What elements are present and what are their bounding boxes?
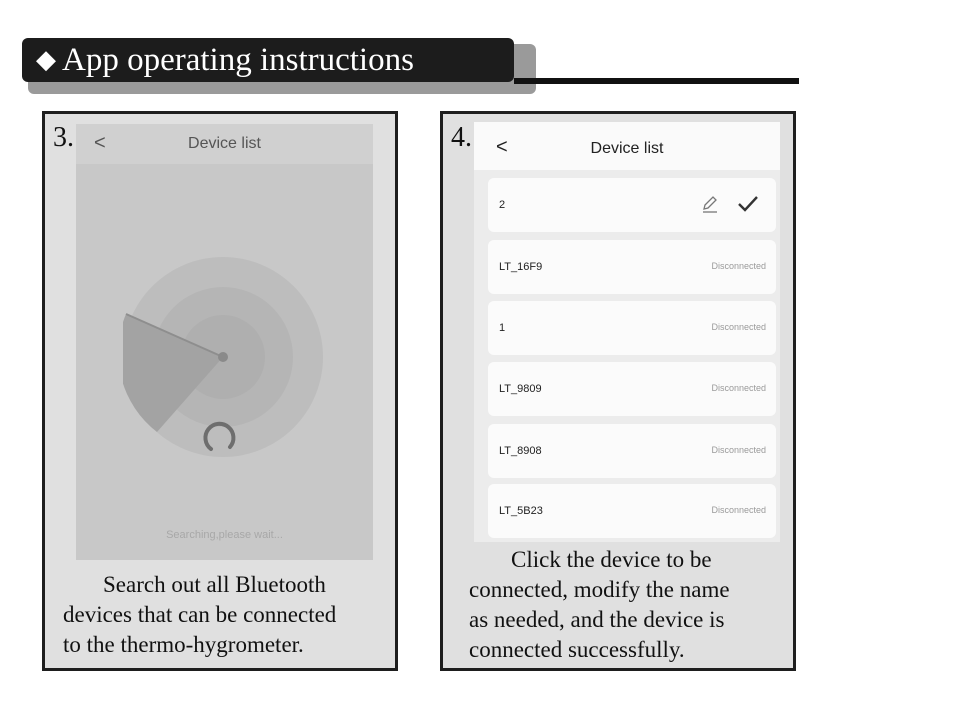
device-edit-actions <box>700 194 760 216</box>
device-row[interactable]: 2 <box>488 178 776 232</box>
searching-status: Searching,please wait... <box>166 529 283 541</box>
caption-line: Search out all Bluetooth <box>103 572 326 597</box>
step-number: 4. <box>451 122 472 153</box>
step-4-caption: Click the device to be connected, modify… <box>469 545 793 665</box>
step-4-panel: < Device list 2 LT_16F9 Disconnected 1 D… <box>440 111 796 671</box>
device-name: LT_16F9 <box>499 261 543 273</box>
page-title-banner: ◆App operating instructions <box>22 38 514 82</box>
device-name: LT_8908 <box>499 445 542 457</box>
caption-line: connected successfully. <box>469 637 685 662</box>
step-3-caption: Search out all Bluetooth devices that ca… <box>63 570 395 660</box>
screen-header: < Device list <box>76 124 373 164</box>
spinner-icon <box>203 421 236 451</box>
device-name: LT_9809 <box>499 383 542 395</box>
device-status: Disconnected <box>711 322 766 332</box>
device-name: 2 <box>499 199 506 211</box>
caption-line: to the thermo-hygrometer. <box>63 632 304 657</box>
device-list-screen: < Device list 2 LT_16F9 Disconnected 1 D… <box>474 122 780 542</box>
device-name: LT_5B23 <box>499 505 543 517</box>
chevron-left-icon[interactable]: < <box>94 132 106 154</box>
device-row[interactable]: LT_16F9 Disconnected <box>488 240 776 294</box>
checkmark-icon[interactable] <box>736 194 760 214</box>
step-3-panel: < Device list Searching,please wait... 3… <box>42 111 398 671</box>
page-title: App operating instructions <box>62 42 414 78</box>
pencil-icon[interactable] <box>700 194 720 214</box>
device-name: 1 <box>499 322 506 334</box>
step-number: 3. <box>53 122 74 153</box>
device-row[interactable]: LT_9809 Disconnected <box>488 362 776 416</box>
radar-scan-icon <box>123 257 323 457</box>
diamond-icon: ◆ <box>36 45 56 74</box>
screen-title: Device list <box>188 135 261 152</box>
radar-sweep <box>123 314 223 432</box>
device-status: Disconnected <box>711 445 766 455</box>
caption-line: connected, modify the name <box>469 577 730 602</box>
chevron-left-icon[interactable]: < <box>496 136 508 158</box>
caption-line: as needed, and the device is <box>469 607 725 632</box>
device-row[interactable]: LT_5B23 Disconnected <box>488 484 776 538</box>
device-status: Disconnected <box>711 383 766 393</box>
device-row[interactable]: LT_8908 Disconnected <box>488 424 776 478</box>
screen-header: < Device list <box>474 122 780 170</box>
device-status: Disconnected <box>711 505 766 515</box>
caption-line: Click the device to be <box>511 547 712 572</box>
caption-line: devices that can be connected <box>63 602 337 627</box>
searching-screen: < Device list Searching,please wait... <box>76 124 373 560</box>
title-underline <box>514 78 799 84</box>
device-status: Disconnected <box>711 261 766 271</box>
device-row[interactable]: 1 Disconnected <box>488 301 776 355</box>
screen-title: Device list <box>590 140 664 157</box>
